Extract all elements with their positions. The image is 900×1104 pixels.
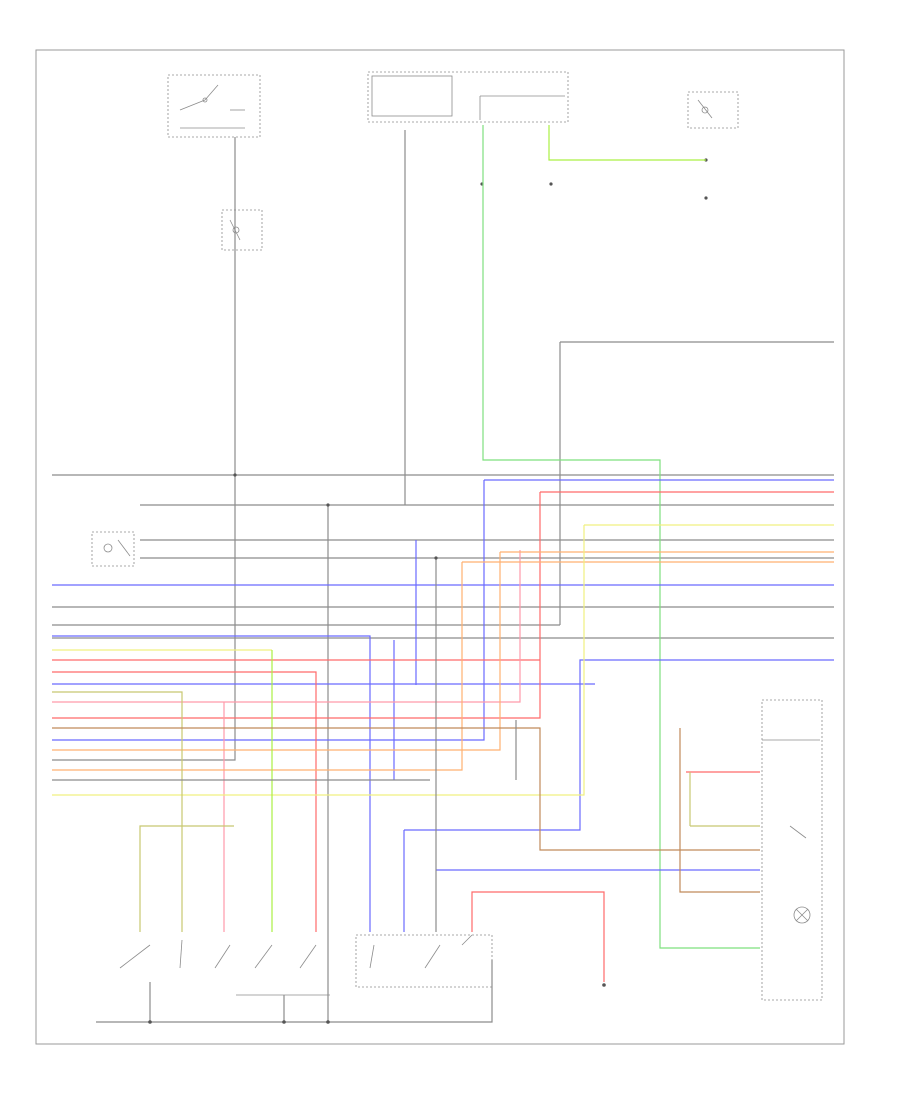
wire-ignition-feed	[52, 137, 236, 761]
wire-brown-1	[52, 727, 760, 851]
fuse-block-component	[221, 209, 263, 251]
diagram-border	[35, 49, 845, 1045]
wire-ground-bottom	[96, 960, 493, 1023]
junction-dot	[549, 182, 553, 186]
junction-dot	[233, 473, 237, 477]
switch-row	[119, 934, 473, 969]
wire-brown-2	[679, 728, 760, 893]
wire-lime-top	[548, 125, 706, 161]
wire-red-2	[52, 671, 317, 932]
junction-dot	[434, 556, 438, 560]
ground-junction-dot	[282, 1020, 286, 1024]
combination-meter-component	[761, 699, 823, 1001]
terminal-dot	[602, 983, 606, 987]
relay-component	[91, 531, 135, 567]
junction-dot	[326, 503, 330, 507]
wire-blue-1-drop	[52, 480, 485, 741]
wire-olive-1	[52, 691, 183, 932]
ignition-switch-component	[167, 74, 261, 138]
wire-green-long	[482, 125, 760, 949]
wire-red-1-drop	[52, 492, 541, 719]
sensor-component	[687, 91, 739, 129]
wire-blue-3	[52, 635, 371, 932]
switch-block-outline	[355, 934, 493, 988]
control-module-component	[367, 71, 569, 123]
junction-dot	[704, 196, 708, 200]
ground-junction-dot	[148, 1020, 152, 1024]
wire-red-5	[471, 891, 605, 982]
wire-orange-2-drop	[52, 552, 501, 751]
wire-orange-1-drop	[52, 562, 463, 771]
wire-pink-2	[52, 550, 521, 703]
wire-blue-7	[404, 659, 834, 831]
ground-junction-dot	[326, 1020, 330, 1024]
wire-olive-2	[139, 825, 234, 932]
wire-yellow-1-drop	[52, 525, 585, 796]
